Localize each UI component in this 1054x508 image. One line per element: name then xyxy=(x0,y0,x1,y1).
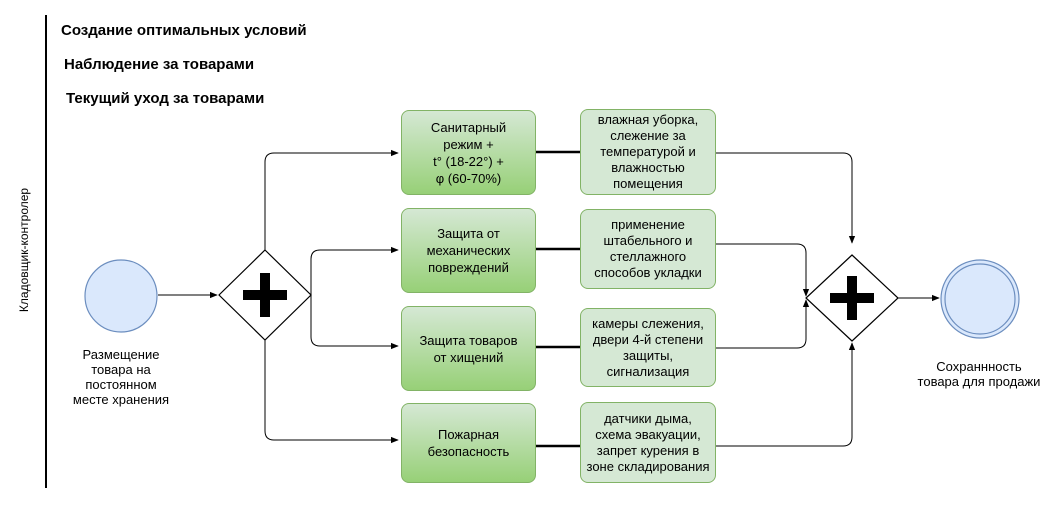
flow-note-1-to-join xyxy=(716,152,856,244)
note-theft[interactable]: камеры слежения, двери 4-й степени защит… xyxy=(580,308,716,387)
note-theft-label: камеры слежения, двери 4-й степени защит… xyxy=(592,315,704,379)
note-fire-label: датчики дыма, схема эвакуации, запрет ку… xyxy=(586,410,710,474)
flow-note-4-to-join xyxy=(716,342,856,447)
flow-split-to-task-3 xyxy=(310,295,399,350)
connectors xyxy=(158,149,940,447)
heading-current-care: Текущий уход за товарами xyxy=(66,90,265,107)
task-mechanical-protection[interactable]: Защита от механических повреждений xyxy=(401,208,536,293)
note-sanitary-label: влажная уборка, слежение за температурой… xyxy=(597,112,699,191)
flow-note-2-to-join xyxy=(716,243,810,297)
heading-observation: Наблюдение за товарами xyxy=(64,56,255,73)
end-event[interactable] xyxy=(940,259,1020,339)
start-event[interactable] xyxy=(84,259,158,333)
end-event-inner xyxy=(944,263,1016,335)
note-sanitary[interactable]: влажная уборка, слежение за температурой… xyxy=(580,109,716,195)
start-event-label: Размещение товара на постоянном месте хр… xyxy=(72,347,170,407)
task-sanitary-label: Санитарный режим + t° (18-22°) + φ (60-7… xyxy=(430,119,507,186)
associations xyxy=(536,150,580,448)
parallel-split-gateway[interactable] xyxy=(218,249,312,341)
task-theft-protection-label: Защита товаров от хищений xyxy=(419,332,518,365)
note-mechanical[interactable]: применение штабельного и стеллажного спо… xyxy=(580,209,716,289)
note-fire[interactable]: датчики дыма, схема эвакуации, запрет ку… xyxy=(580,402,716,483)
task-theft-protection[interactable]: Защита товаров от хищений xyxy=(401,306,536,391)
task-fire-safety[interactable]: Пожарная безопасность xyxy=(401,403,536,483)
flow-split-to-task-4 xyxy=(264,340,399,444)
lane-label-text: Кладовщик-контролер xyxy=(17,187,31,313)
task-mechanical-protection-label: Защита от механических повреждений xyxy=(426,226,511,275)
flow-split-to-task-2 xyxy=(310,246,399,295)
task-sanitary[interactable]: Санитарный режим + t° (18-22°) + φ (60-7… xyxy=(401,110,536,195)
end-event-label: Сохраннность товара для продажи xyxy=(917,359,1041,389)
task-fire-safety-label: Пожарная безопасность xyxy=(427,427,510,459)
note-mechanical-label: применение штабельного и стеллажного спо… xyxy=(594,217,702,280)
heading-optimal-conditions: Создание оптимальных условий xyxy=(61,22,307,39)
parallel-join-gateway[interactable] xyxy=(805,254,899,342)
flow-split-to-task-1 xyxy=(264,149,399,250)
flow-note-3-to-join xyxy=(716,299,810,349)
